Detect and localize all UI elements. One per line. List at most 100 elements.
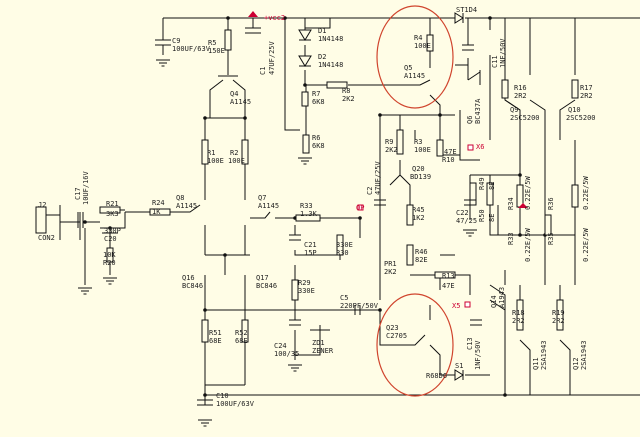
label-r17: R17 [580, 84, 593, 92]
label-r10: R10 [442, 156, 455, 164]
label-d2: D2 [318, 53, 326, 61]
label-d2-value: 1N4148 [318, 61, 343, 69]
label-q12-value: 2SA1943 [580, 340, 588, 370]
label-c5-value: 220PF/50V [340, 302, 379, 310]
label-r13: R13 [442, 272, 455, 280]
highlight-lower-ellipse [376, 293, 454, 397]
label-q9-value: 2SC5200 [510, 114, 540, 122]
label-c11: C11 [491, 55, 499, 68]
label-c22-value: 47/25 [456, 217, 477, 225]
label-d1-value: 1N4148 [318, 35, 343, 43]
vcc-marker [248, 11, 258, 17]
label-c1: C1 [259, 67, 267, 75]
label-d1: D1 [318, 27, 326, 35]
label-j2-value: CON2 [38, 234, 55, 242]
label-r20-value: 10K [103, 251, 116, 259]
label-r68: R68D6 [426, 372, 447, 380]
capacitors [77, 27, 482, 406]
label-r50: R50 [478, 209, 486, 222]
label-r1-value: 100E [207, 157, 224, 165]
label-c17-value: 10UF/16V [82, 170, 90, 205]
label-r18-value: 2R2 [512, 317, 525, 325]
label-c13: C13 [466, 337, 474, 350]
label-q8-value: A1145 [176, 202, 197, 210]
label-r33: R33 [300, 202, 313, 210]
label-j2: J2 [38, 201, 46, 209]
label-c11-value: 1NF/50V [499, 38, 507, 68]
label-r52: R52 [235, 329, 248, 337]
label-r10-value: 47E [444, 148, 457, 156]
label-r45-value: 1K2 [412, 214, 425, 222]
label-q5: Q5 [404, 64, 412, 72]
label-r2-value: 100E [228, 157, 245, 165]
label-r7: R7 [312, 90, 320, 98]
label-r2: R2 [230, 149, 238, 157]
label-r1: R1 [207, 149, 215, 157]
label-q6-value: BC437A [474, 98, 482, 124]
label-c22: C22 [456, 209, 469, 217]
label-r8-value: 2K2 [342, 95, 355, 103]
label-q16: Q16 [182, 274, 195, 282]
label-c20: C20 [104, 235, 117, 243]
label-c9-value: 100UF/63V [172, 45, 211, 53]
label-r35: R35 [547, 232, 555, 245]
highlight-upper-ellipse [376, 5, 454, 109]
label-r35-value: 0.22E/5W [582, 227, 590, 262]
x5-port [464, 301, 471, 308]
label-r21: R21 [106, 200, 119, 208]
label-c13-value: 1NF/50V [474, 340, 482, 370]
label-r36-value: 0.22E/5W [582, 175, 590, 210]
label-zener-value: ZENER [312, 347, 334, 355]
label-r4: R4 [414, 34, 422, 42]
label-c2-value: 47UF/25V [374, 160, 382, 195]
label-q23: Q23 [386, 324, 399, 332]
label-q12: Q12 [572, 357, 580, 370]
label-c2: C2 [366, 187, 374, 195]
label-q23-value: C2705 [386, 332, 407, 340]
label-q9: Q9 [510, 106, 518, 114]
label-q10: Q10 [568, 106, 581, 114]
label-r46: R46 [415, 248, 428, 256]
label-r34-value: 0.22E/5W [524, 175, 532, 210]
label-r33-value: 1.3K [300, 210, 318, 218]
label-r52-value: 68E [235, 337, 248, 345]
label-q7: Q7 [258, 194, 266, 202]
label-s1: S1 [455, 362, 463, 370]
label-r36: R36 [547, 197, 555, 210]
label-r7-value: 6K8 [312, 98, 325, 106]
label-r29-value: 330E [298, 287, 315, 295]
label-r24: R24 [152, 199, 165, 207]
label-vcc2: +vcc2 [264, 14, 285, 22]
label-r18: R18 [512, 309, 525, 317]
label-q10-value: 2SC5200 [566, 114, 596, 122]
label-q8: Q8 [176, 194, 184, 202]
label-r46-value: 82E [415, 256, 428, 264]
label-r30: R30 [336, 249, 349, 257]
wires [40, 17, 640, 405]
label-r24-value: 1K [152, 208, 161, 216]
ground-symbols [78, 59, 477, 427]
label-r4-value: 100E [414, 42, 431, 50]
label-c21: C21 [304, 241, 317, 249]
label-r33b-value: 0.22E/5W [524, 227, 532, 262]
label-q11: Q11 [532, 357, 540, 370]
label-c20-value: 330P [104, 227, 121, 235]
label-r5: R5 [208, 39, 216, 47]
label-r3-value: 100E [414, 146, 431, 154]
label-r9-value: 2K2 [385, 146, 398, 154]
label-r6: R6 [312, 134, 320, 142]
label-q14: Q14 [490, 295, 498, 308]
label-r3: R3 [414, 138, 422, 146]
label-r19: R19 [552, 309, 565, 317]
label-r45: R45 [412, 206, 425, 214]
label-pr1: PR1 [384, 260, 397, 268]
connector-j2 [35, 206, 47, 234]
label-r29: R29 [298, 279, 311, 287]
label-r5-value: 150E [208, 47, 225, 55]
label-c21-value: 15P [304, 249, 317, 257]
label-c10: C10 [216, 392, 229, 400]
label-x6: X6 [476, 143, 484, 151]
label-r30-value: 330E [336, 241, 353, 249]
label-r19-value: 2R2 [552, 317, 565, 325]
